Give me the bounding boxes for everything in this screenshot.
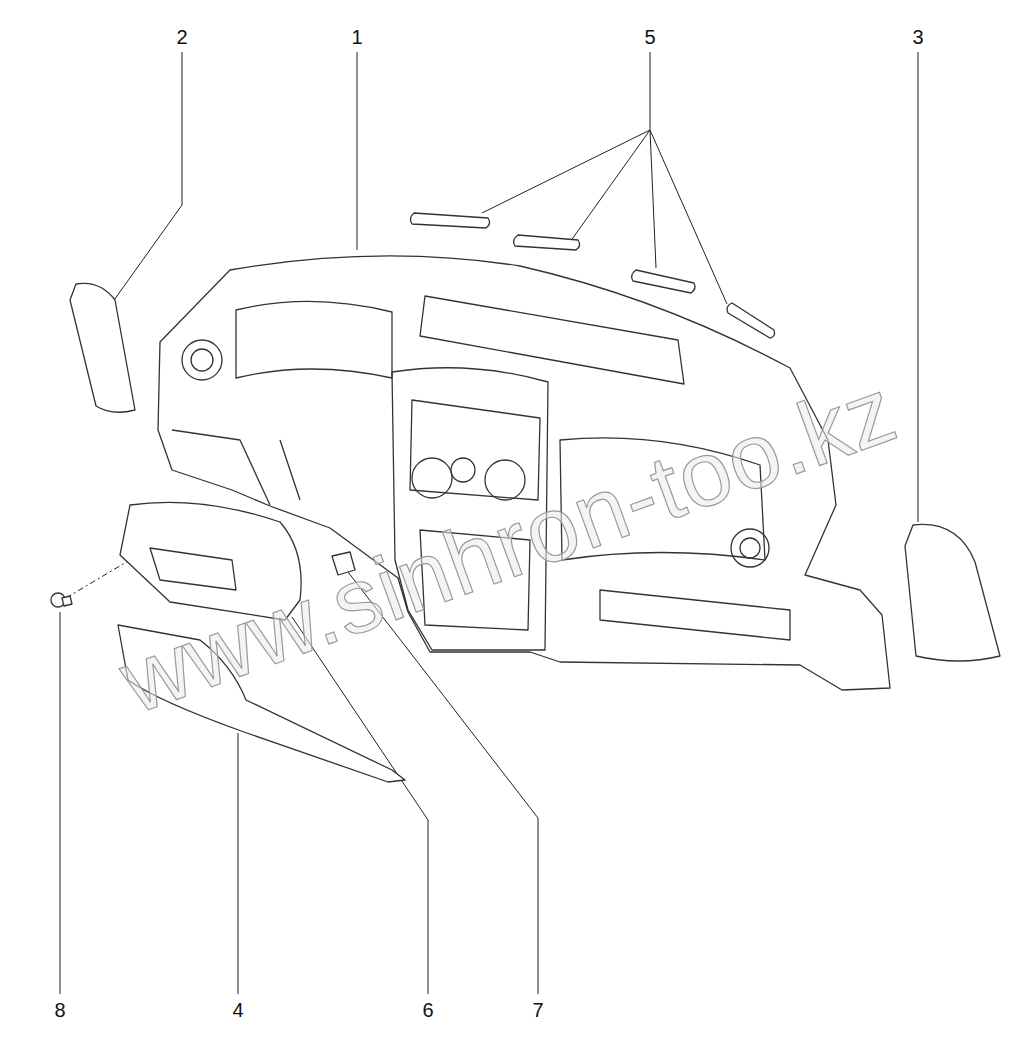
instrument-hood [236,301,392,378]
leader-line [918,52,919,522]
callout-number: 1 [351,27,362,47]
side-cap-right [905,524,1000,661]
parts [51,213,1000,782]
screw-shank [62,596,72,606]
leader-line [112,52,182,303]
leader-line [60,612,61,994]
defrost-vent [420,296,684,384]
vent-grille [727,303,774,338]
callout-number: 8 [54,1000,65,1020]
callout-number: 7 [532,1000,543,1020]
leader-line [357,52,358,250]
air-vent [740,538,760,558]
vent-grille [410,213,489,228]
leader-line [238,733,239,994]
shroud-opening [150,548,236,590]
callout-number: 4 [232,1000,243,1020]
air-vent [191,349,213,371]
side-cap-left [70,283,135,412]
lower-shelf [600,590,790,640]
gauge [412,458,452,498]
leader-line [292,617,428,994]
vent-grille [632,270,695,293]
vent-grille [514,235,580,250]
gauge [451,458,475,482]
callout-number: 5 [644,27,655,47]
console-opening [410,400,540,500]
leader-lines [60,52,918,994]
lower-edge [172,430,300,505]
air-vent [182,340,222,380]
callout-number: 6 [422,1000,433,1020]
callout-number: 2 [176,27,187,47]
callout-number: 3 [912,27,923,47]
